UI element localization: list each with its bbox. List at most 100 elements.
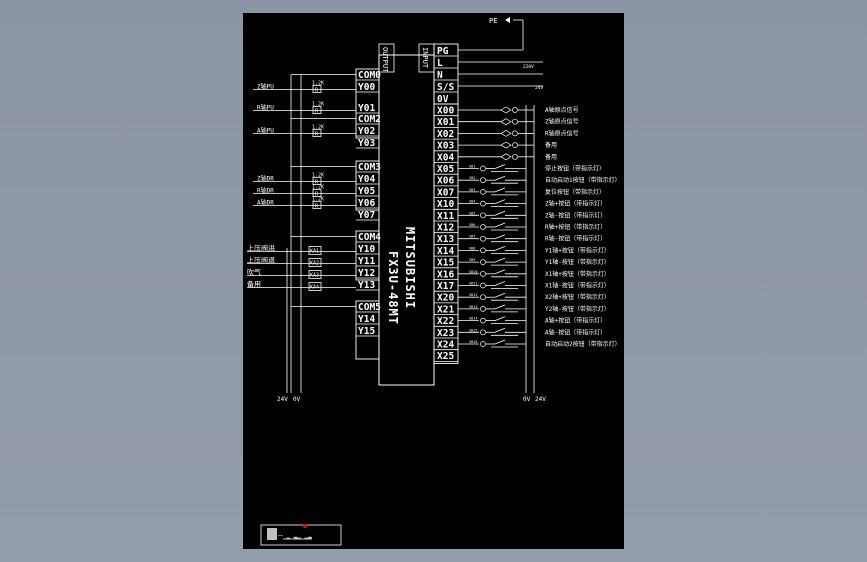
output-wire-label: 上压阀退 [247, 256, 275, 265]
resistor-tag: R [315, 88, 319, 94]
output-terminal-y06: Y06 [358, 198, 375, 209]
pushbutton-contact [494, 187, 506, 193]
left-bus-0v-label: 0V [293, 396, 301, 403]
input-terminal-x00: X00 [437, 106, 454, 117]
indicator-lamp-icon [480, 341, 486, 347]
resistor-value: 1.2K [312, 81, 324, 87]
pushbutton-contact [494, 210, 506, 216]
button-tag: SB6 [469, 223, 475, 227]
pushbutton-contact [494, 234, 506, 240]
output-terminal-y12: Y12 [358, 268, 375, 279]
output-wire-label: 上压阀进 [247, 244, 275, 253]
button-tag: SB4 [469, 200, 475, 204]
output-wire-label: A轴DR [257, 199, 274, 207]
proximity-sensor-icon [500, 153, 512, 161]
input-description: 备用 [545, 141, 557, 149]
resistor [312, 106, 322, 114]
indicator-lamp-icon [480, 189, 486, 195]
input-description: Z轴-按钮（带指示灯） [545, 211, 606, 219]
right-bus-24v-label: 24V [535, 396, 546, 403]
output-wire-label: 备用 [247, 280, 261, 289]
resistor-value: 1.2K [312, 125, 324, 131]
input-terminal-x24: X24 [437, 340, 454, 351]
proximity-sensor-icon [500, 141, 512, 149]
resistor [312, 201, 322, 209]
relay-coil [308, 246, 322, 255]
sensor-lamp-icon [512, 118, 518, 125]
pe-label: PE [489, 17, 497, 25]
input-terminal-x14: X14 [437, 246, 454, 257]
button-tag: SB9 [469, 258, 475, 262]
output-label-box [378, 43, 395, 73]
output-terminal-com4: COM4 [358, 232, 381, 243]
input-description: X1轴+按钮（带指示灯） [545, 270, 610, 278]
output-terminal-y00: Y00 [358, 82, 375, 93]
indicator-lamp-icon [480, 270, 486, 277]
input-terminal-x02: X02 [437, 129, 454, 140]
input-terminal-x25: X25 [437, 351, 454, 362]
input-description: Z轴原点信号 [545, 118, 579, 126]
output-terminal-com5: COM5 [358, 302, 381, 313]
left-bus-24v-label: 24V [277, 396, 288, 403]
pushbutton-contact [494, 339, 506, 345]
pe-arrow-icon [505, 17, 510, 23]
dc-label: 24V [535, 85, 543, 91]
input-terminal-x01: X01 [437, 117, 454, 128]
input-terminal-x12: X12 [437, 223, 454, 234]
output-terminal-group-0 [355, 68, 380, 139]
indicator-lamp-icon [480, 259, 486, 265]
input-terminal-x03: X03 [437, 141, 454, 152]
pushbutton-contact [494, 175, 506, 181]
input-description: R轴-按钮（带指示灯） [545, 235, 606, 243]
input-terminal-x10: X10 [437, 199, 454, 210]
relay-tag: KA1 [310, 249, 319, 255]
input-terminal-x17: X17 [437, 281, 454, 292]
indicator-lamp-icon [480, 212, 486, 219]
resistor-tag: R [315, 204, 319, 210]
resistor [312, 129, 322, 137]
output-wire-label: A轴PU [257, 127, 274, 135]
plc-brand: MITSUBISHI [403, 227, 417, 309]
resistor [312, 189, 322, 197]
resistor-value: 1.2K [312, 185, 324, 191]
output-wire-label: 吹气 [247, 268, 261, 277]
button-tag: SB16 [469, 340, 477, 344]
pushbutton-contact [494, 222, 506, 228]
input-terminal-x05: X05 [437, 164, 454, 175]
button-tag: SB2 [469, 176, 475, 180]
indicator-lamp-icon [480, 294, 486, 301]
proximity-sensor-icon [500, 118, 512, 126]
button-tag: SB12 [469, 293, 477, 297]
power-terminal-ss: S/S [437, 82, 454, 93]
relay-coil [308, 282, 322, 291]
pushbutton-contact [494, 304, 506, 310]
pushbutton-contact [494, 292, 506, 298]
output-terminal-y13: Y13 [358, 280, 375, 291]
indicator-lamp-icon [480, 224, 486, 230]
resistor-tag: R [315, 132, 319, 138]
input-description: 复位按钮（带指示灯） [545, 188, 605, 196]
button-tag: SB3 [469, 188, 475, 192]
output-terminal-group-2 [355, 230, 380, 281]
output-terminal-group-1 [355, 160, 380, 211]
indicator-lamp-icon [480, 177, 486, 184]
output-terminal-y02: Y02 [358, 126, 375, 137]
relay-tag: KA4 [310, 285, 319, 291]
relay-coil [308, 270, 322, 279]
power-terminal-pg: PG [437, 46, 449, 57]
indicator-lamp-icon [480, 329, 486, 336]
indicator-lamp-icon [480, 282, 486, 289]
button-tag: SB11 [469, 282, 477, 286]
input-description: 自动启动1按钮（带指示灯） [545, 176, 621, 184]
title-block-scribble: ꟷ▁▂▁▃▂▁▂▃ [278, 533, 312, 540]
output-label: OUTPUT [381, 47, 389, 73]
resistor [312, 85, 322, 93]
input-description: Z轴+按钮（带指示灯） [545, 200, 606, 208]
resistor-tag: R [315, 109, 319, 115]
input-description: 备用 [545, 153, 557, 161]
indicator-lamp-icon [480, 317, 486, 324]
input-description: R轴原点信号 [545, 129, 579, 137]
indicator-lamp-icon [480, 235, 486, 242]
sensor-lamp-icon [512, 107, 518, 113]
